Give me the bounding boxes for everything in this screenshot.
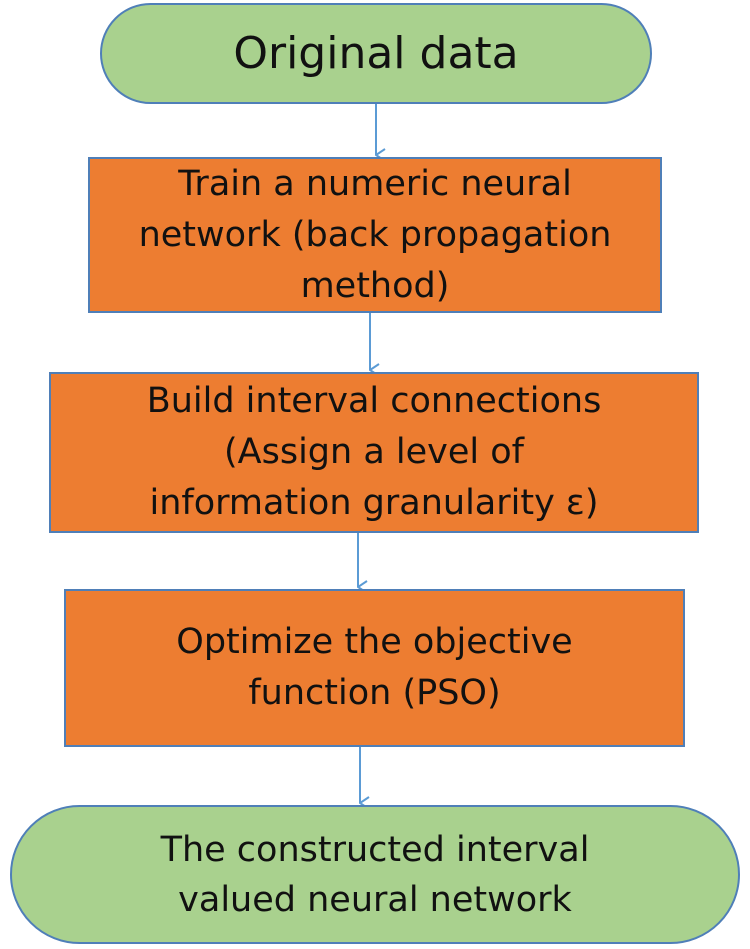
process-step-train-network: Train a numeric neural network (back pro… <box>88 157 662 313</box>
end-node-constructed-network: The constructed interval valued neural n… <box>10 805 740 944</box>
step1-line-2: network (back propagation <box>138 214 612 255</box>
process-step-build-interval-connections: Build interval connections (Assign a lev… <box>49 372 699 533</box>
start-node-original-data: Original data <box>100 3 652 104</box>
process-step-optimize-objective: Optimize the objective function (PSO) <box>64 589 685 747</box>
step3-line-1: Optimize the objective <box>176 622 573 662</box>
start-node-label: Original data <box>233 28 519 79</box>
step1-line-3: method) <box>300 265 450 306</box>
step2-line-2: (Assign a level of <box>224 432 524 472</box>
step2-line-3: information granularity ε) <box>149 483 599 523</box>
step1-line-1: Train a numeric neural <box>178 163 572 204</box>
end-line-1: The constructed interval <box>160 829 590 870</box>
step2-line-1: Build interval connections <box>146 381 602 421</box>
end-line-2: valued neural network <box>178 879 572 920</box>
step3-line-2: function (PSO) <box>248 673 501 713</box>
